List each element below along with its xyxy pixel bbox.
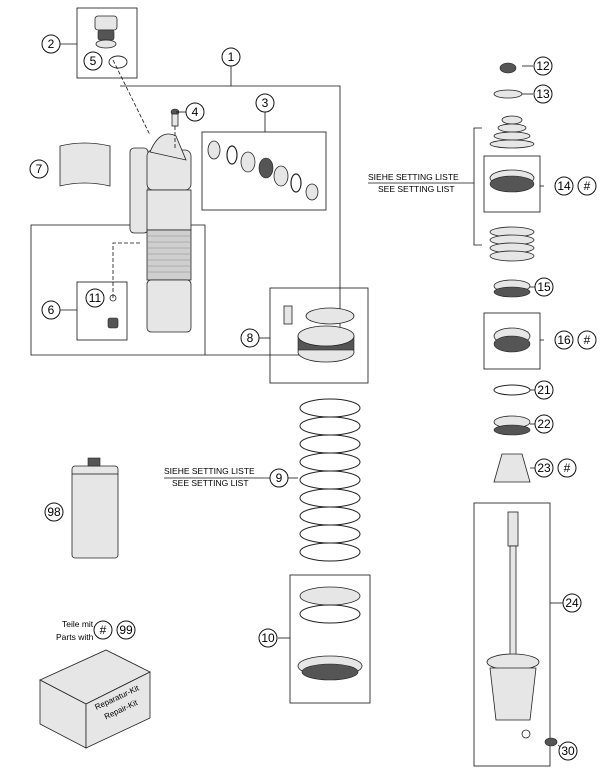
callout-10: 10 <box>258 628 278 648</box>
svg-text:#: # <box>584 179 591 193</box>
callout-24: 24 <box>562 593 582 613</box>
parts-with-note-de: Teile mit <box>62 619 94 629</box>
callout-15: 15 <box>534 277 554 297</box>
callout-13: 13 <box>533 84 553 104</box>
callout-21: 21 <box>534 380 554 400</box>
svg-text:22: 22 <box>537 417 551 431</box>
box-part-2 <box>76 7 138 79</box>
callout-5: 5 <box>83 51 103 71</box>
box-spring-adjuster <box>269 287 369 384</box>
callout-11: 11 <box>85 288 105 308</box>
heat-shield-drawing <box>59 142 111 187</box>
setting-note-de-right: SIEHE SETTING LISTE <box>368 172 459 182</box>
callout-99-hash: # <box>93 620 113 640</box>
callout-4: 4 <box>185 102 205 122</box>
coil-spring-drawing <box>299 398 361 562</box>
svg-text:#: # <box>100 623 107 637</box>
svg-text:#: # <box>564 461 571 475</box>
callout-1: 1 <box>221 47 241 67</box>
svg-text:13: 13 <box>536 87 550 101</box>
callout-16-hash: # <box>577 330 597 350</box>
svg-text:1: 1 <box>228 50 235 64</box>
spring-retainers-drawing <box>297 586 363 681</box>
callout-23: 23 <box>534 458 554 478</box>
svg-text:4: 4 <box>192 105 199 119</box>
piston-rod-drawing <box>486 511 558 747</box>
box-part-11 <box>76 281 128 341</box>
svg-text:8: 8 <box>247 331 254 345</box>
callout-30: 30 <box>558 741 578 761</box>
right-column-parts-drawing <box>489 62 535 483</box>
leader-lines <box>60 43 564 750</box>
svg-text:12: 12 <box>536 59 550 73</box>
callout-3: 3 <box>255 93 275 113</box>
callout-23-hash: # <box>557 458 577 478</box>
callout-8: 8 <box>240 328 260 348</box>
svg-text:99: 99 <box>119 623 133 637</box>
box-piston-14 <box>483 155 541 213</box>
svg-text:6: 6 <box>48 303 55 317</box>
svg-text:9: 9 <box>276 471 283 485</box>
setting-note-en-left: SEE SETTING LIST <box>172 478 249 488</box>
callout-6: 6 <box>41 300 61 320</box>
box-piston-16 <box>483 312 541 370</box>
svg-text:10: 10 <box>261 631 275 645</box>
callout-14: 14 <box>554 176 574 196</box>
setting-note-en-right: SEE SETTING LIST <box>378 184 455 194</box>
svg-text:16: 16 <box>557 333 571 347</box>
callout-14-hash: # <box>577 176 597 196</box>
svg-text:2: 2 <box>48 37 55 51</box>
svg-text:98: 98 <box>47 505 61 519</box>
svg-text:14: 14 <box>557 179 571 193</box>
shim-stack-bracket <box>473 127 482 246</box>
svg-text:#: # <box>584 333 591 347</box>
parts-with-note-en: Parts with <box>56 632 94 642</box>
shock-absorber-drawing <box>112 59 192 333</box>
callout-98: 98 <box>44 502 64 522</box>
callout-9: 9 <box>269 468 289 488</box>
callout-12: 12 <box>533 56 553 76</box>
repair-kit-box-drawing: Reparatur-Kit Repair-Kit <box>39 649 151 749</box>
svg-text:30: 30 <box>561 744 575 758</box>
svg-text:11: 11 <box>89 291 102 305</box>
callout-22: 22 <box>534 414 554 434</box>
oil-can-drawing <box>71 457 119 559</box>
setting-note-de-left: SIEHE SETTING LISTE <box>164 466 255 476</box>
reservoir-cap-drawing <box>94 15 128 69</box>
callout-2: 2 <box>41 34 61 54</box>
spring-adjuster-drawing <box>283 305 355 363</box>
box-shock-assembly <box>30 85 341 356</box>
svg-text:5: 5 <box>90 54 97 68</box>
callout-99: 99 <box>116 620 136 640</box>
svg-text:7: 7 <box>36 162 43 176</box>
callout-7: 7 <box>29 159 49 179</box>
seal-kit-drawing <box>207 140 319 201</box>
callout-16: 16 <box>554 330 574 350</box>
box-seal-kit <box>201 131 327 211</box>
box-piston-rod <box>473 502 551 767</box>
svg-text:21: 21 <box>537 383 551 397</box>
svg-text:24: 24 <box>565 596 579 610</box>
box-spring-retainers <box>289 574 371 704</box>
svg-text:15: 15 <box>537 280 551 294</box>
valve-drawing <box>107 294 119 329</box>
svg-text:23: 23 <box>537 461 551 475</box>
svg-text:3: 3 <box>262 96 269 110</box>
